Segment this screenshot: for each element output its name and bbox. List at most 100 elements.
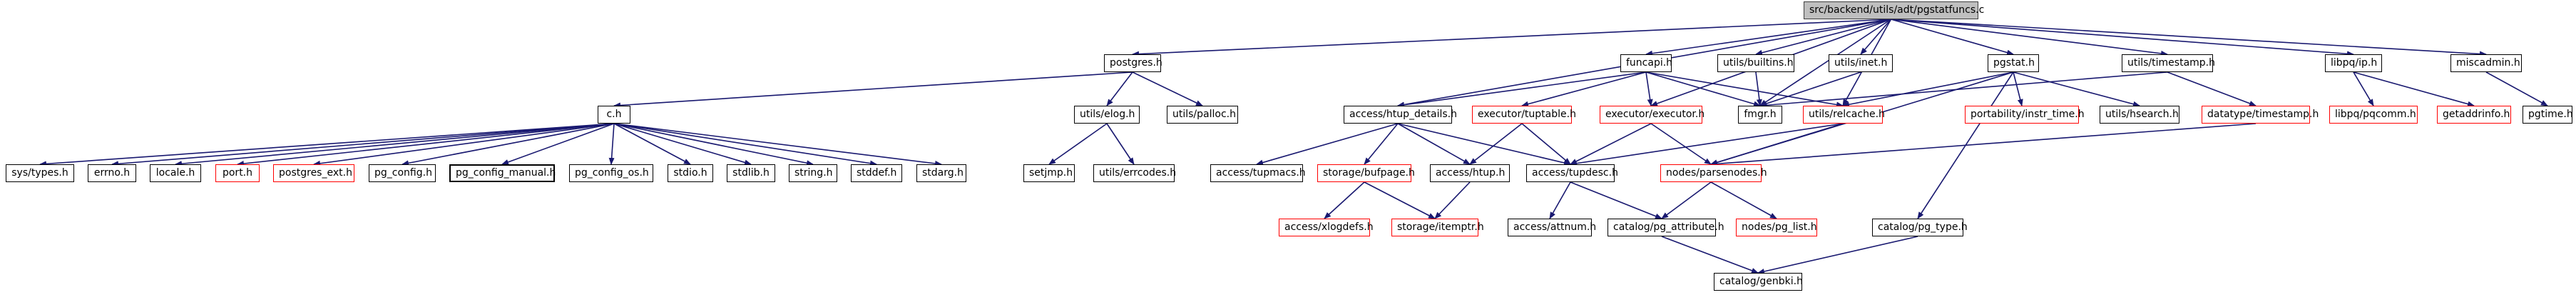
edge-executor-to-parsenodes [1650, 123, 1712, 165]
edge-htup_details-to-tupmacs [1256, 123, 1399, 166]
edge-postgres-to-elog [1106, 71, 1133, 106]
edge-htup-to-itemptr [1434, 181, 1471, 219]
edge-funcapi-to-fmgr [1645, 71, 1761, 107]
node-relcache[interactable]: utils/relcache.h [1803, 106, 1885, 124]
edge-pgstat-to-instr_time [2013, 71, 2023, 106]
node-pg_config_man[interactable]: pg_config_manual.h [449, 164, 556, 182]
node-pqcomm[interactable]: libpq/pqcomm.h [2329, 106, 2418, 124]
edge-pg_type-to-genbki [1757, 236, 1918, 274]
node-hsearch[interactable]: utils/hsearch.h [2100, 106, 2179, 124]
edge-timestamp_u-to-fmgr [1759, 71, 2168, 109]
node-systypes[interactable]: sys/types.h [6, 164, 74, 182]
node-parsenodes[interactable]: nodes/parsenodes.h [1660, 164, 1767, 182]
edge-root-to-libpqip [1891, 19, 2354, 57]
node-postgres[interactable]: postgres.h [1104, 54, 1162, 72]
node-miscadmin[interactable]: miscadmin.h [2450, 54, 2522, 72]
node-stdarg[interactable]: stdarg.h [916, 164, 966, 182]
node-libpqip[interactable]: libpq/ip.h [2325, 54, 2382, 72]
edge-root-to-builtins [1755, 19, 1891, 56]
edge-htup_details-to-bufpage [1364, 123, 1399, 165]
edge-tuptable-to-htup [1469, 123, 1523, 165]
edge-funcapi-to-htup_details [1397, 71, 1647, 108]
node-getaddrinfo[interactable]: getaddrinfo.h [2437, 106, 2511, 124]
edge-executor-to-tupdesc [1570, 123, 1652, 165]
edge-ch-to-pg_config_man [501, 123, 615, 165]
node-errcodes[interactable]: utils/errcodes.h [1093, 164, 1176, 182]
edge-pgstat-to-pg_type [1917, 71, 2014, 219]
edge-root-to-funcapi [1645, 19, 1891, 56]
edge-pgstat-to-hsearch [2013, 71, 2140, 107]
node-tupmacs[interactable]: access/tupmacs.h [1210, 164, 1306, 182]
node-attnum[interactable]: access/attnum.h [1508, 219, 1596, 236]
edge-tupdesc-to-pg_attribute [1570, 181, 1662, 219]
edge-inet-to-fmgr [1759, 71, 1861, 106]
node-tupdesc[interactable]: access/tupdesc.h [1526, 164, 1618, 182]
node-palloc[interactable]: utils/palloc.h [1167, 106, 1238, 124]
node-itemptr[interactable]: storage/itemptr.h [1391, 219, 1484, 236]
node-pgstat[interactable]: pgstat.h [1988, 54, 2039, 72]
node-xlogdefs[interactable]: access/xlogdefs.h [1279, 219, 1374, 236]
edge-postgres-to-palloc [1132, 71, 1203, 106]
node-setjmp[interactable]: setjmp.h [1023, 164, 1075, 182]
node-genbki[interactable]: catalog/genbki.h [1714, 273, 1803, 291]
edge-relcache-to-parsenodes [1710, 123, 1844, 166]
node-dt_timestamp[interactable]: datatype/timestamp.h [2202, 106, 2319, 124]
node-htup[interactable]: access/htup.h [1430, 164, 1510, 182]
edge-root-to-postgres [1132, 19, 1891, 57]
node-pg_config[interactable]: pg_config.h [369, 164, 436, 182]
edge-ch-to-systypes [39, 123, 615, 167]
node-pgtime[interactable]: pgtime.h [2523, 106, 2573, 124]
edge-ch-to-port [237, 123, 615, 167]
node-errno[interactable]: errno.h [88, 164, 136, 182]
edge-ch-to-postgres_ext [313, 123, 615, 166]
node-pg_attribute[interactable]: catalog/pg_attribute.h [1608, 219, 1724, 236]
edge-ch-to-stdio [613, 123, 691, 165]
edge-builtins-to-fmgr [1755, 71, 1762, 106]
edge-bufpage-to-itemptr [1364, 181, 1436, 219]
node-string[interactable]: string.h [789, 164, 837, 182]
edge-ch-to-stdlib [613, 123, 752, 166]
node-instr_time[interactable]: portability/instr_time.h [1965, 106, 2085, 124]
edge-libpqip-to-getaddrinfo [2353, 71, 2475, 107]
edge-elog-to-setjmp [1048, 123, 1108, 165]
edge-timestamp_u-to-dt_timestamp [2167, 71, 2256, 106]
node-elog[interactable]: utils/elog.h [1074, 106, 1140, 124]
node-timestamp_u[interactable]: utils/timestamp.h [2122, 54, 2215, 72]
node-ch[interactable]: c.h [598, 106, 630, 124]
edge-htup_details-to-tupdesc [1397, 123, 1571, 166]
node-inet[interactable]: utils/inet.h [1829, 54, 1893, 72]
node-tuptable[interactable]: executor/tuptable.h [1472, 106, 1576, 124]
edge-root-to-timestamp_u [1891, 19, 2168, 56]
edge-postgres-to-ch [613, 71, 1133, 109]
node-stddef[interactable]: stddef.h [851, 164, 902, 182]
node-builtins[interactable]: utils/builtins.h [1717, 54, 1794, 72]
edge-ch-to-pg_config [402, 123, 615, 166]
edge-root-to-pgstat [1891, 19, 2014, 56]
node-bufpage[interactable]: storage/bufpage.h [1317, 164, 1415, 182]
node-funcapi[interactable]: funcapi.h [1620, 54, 1672, 72]
edge-libpqip-to-pqcomm [2353, 71, 2374, 106]
node-port[interactable]: port.h [215, 164, 260, 182]
edge-ch-to-locale [175, 123, 615, 167]
node-pg_list[interactable]: nodes/pg_list.h [1736, 219, 1817, 236]
edge-bufpage-to-xlogdefs [1324, 181, 1365, 219]
node-locale[interactable]: locale.h [150, 164, 201, 182]
node-stdlib[interactable]: stdlib.h [727, 164, 775, 182]
edge-htup_details-to-htup [1397, 123, 1471, 165]
edge-dt_timestamp-to-parsenodes [1710, 123, 2256, 167]
edge-root-to-miscadmin [1891, 19, 2487, 57]
node-root[interactable]: src/backend/utils/adt/pgstatfuncs.c [1804, 1, 1984, 19]
node-fmgr[interactable]: fmgr.h [1738, 106, 1782, 124]
node-stdio[interactable]: stdio.h [668, 164, 713, 182]
edge-tupdesc-to-attnum [1549, 181, 1571, 219]
edge-parsenodes-to-pg_attribute [1661, 181, 1712, 219]
edge-relcache-to-tupdesc [1570, 123, 1844, 166]
node-executor[interactable]: executor/executor.h [1600, 106, 1704, 124]
node-postgres_ext[interactable]: postgres_ext.h [273, 164, 354, 182]
node-htup_details[interactable]: access/htup_details.h [1344, 106, 1457, 124]
node-pg_type[interactable]: catalog/pg_type.h [1872, 219, 1968, 236]
edge-funcapi-to-executor [1645, 71, 1653, 106]
node-pg_config_os[interactable]: pg_config_os.h [569, 164, 653, 182]
